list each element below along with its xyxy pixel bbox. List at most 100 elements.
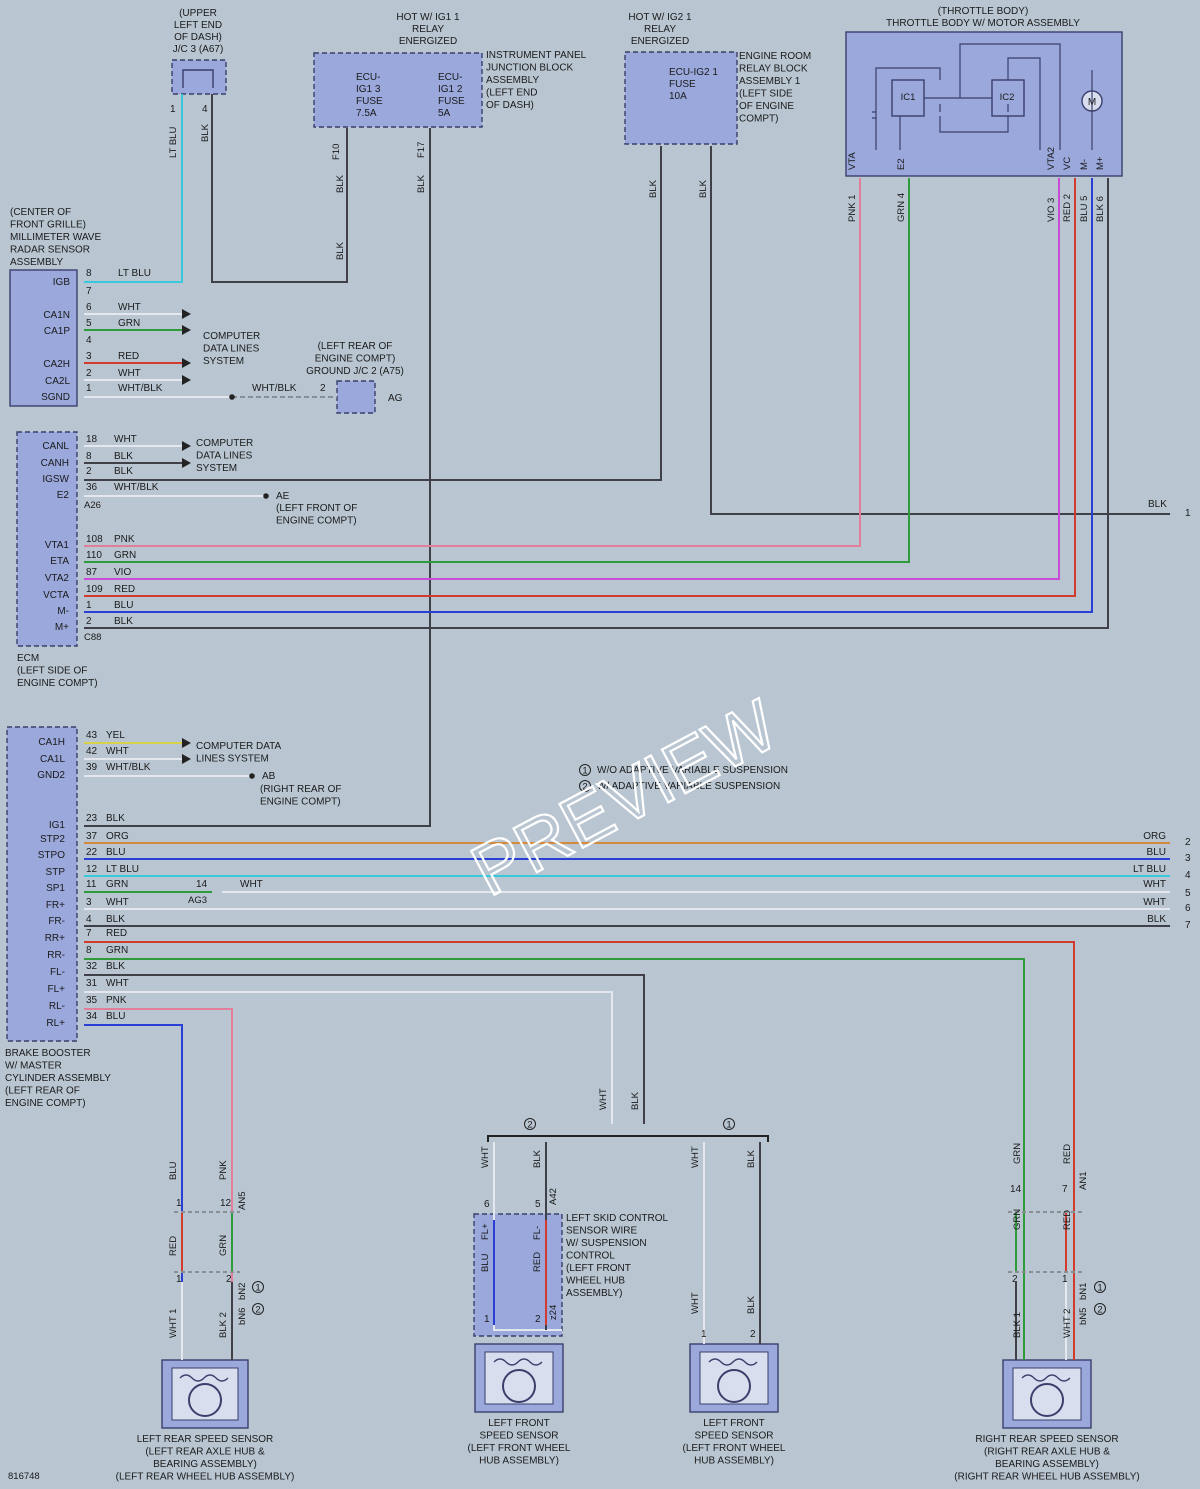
pin-num: 18 <box>86 434 98 445</box>
pin-num: 3 <box>1185 853 1191 864</box>
wire-color: LT BLU <box>118 268 151 279</box>
variant-number: 1 <box>1097 1283 1102 1294</box>
splice-dot <box>229 394 235 400</box>
wire-color: WHT <box>106 746 129 757</box>
wire-grn-rr <box>84 958 1025 1360</box>
radar-pin: CA2H <box>43 359 70 370</box>
speed-sensor-icon <box>1002 1359 1092 1429</box>
variant-number: 1 <box>582 766 587 777</box>
ig1-relay-title: HOT W/ IG1 1 <box>396 12 460 23</box>
wire-color: WHT <box>118 302 141 313</box>
wire-color: BLU <box>168 1161 179 1180</box>
throttle-wire-color: VIO 3 <box>1046 198 1057 222</box>
computer-data-lines-3: COMPUTER DATA <box>196 741 282 752</box>
brake-pin: FL- <box>50 967 65 978</box>
pin-label-f10: F10 <box>331 144 342 160</box>
skid-control-label: W/ SUSPENSION <box>566 1238 647 1249</box>
ecm-label: (LEFT SIDE OF <box>17 666 87 677</box>
junction-connector-3 <box>171 59 227 95</box>
wire-color: YEL <box>106 730 125 741</box>
wire-color: BLU <box>106 1011 125 1022</box>
right-rear-speed-sensor-label: RIGHT REAR SPEED SENSOR <box>975 1434 1118 1445</box>
computer-data-lines-3: LINES SYSTEM <box>196 754 269 765</box>
wire-color: BLK <box>106 813 125 824</box>
pin-num: 4 <box>86 335 92 346</box>
variant-number: 2 <box>1097 1305 1102 1316</box>
ground-ae-label: AE <box>276 491 290 502</box>
pin-num: 2 <box>1185 837 1191 848</box>
brake-pin: CA1L <box>40 754 65 765</box>
computer-data-lines-2: COMPUTER <box>196 438 253 449</box>
wire-color: BLK <box>698 179 709 198</box>
left-front-speed-sensor-label: LEFT FRONT <box>703 1418 764 1429</box>
pin-num: 1 <box>86 600 92 611</box>
pin-num: 1 <box>484 1314 490 1325</box>
variant-number: 1 <box>255 1283 260 1294</box>
wire-color: BLK <box>1147 914 1166 925</box>
throttle-title: (THROTTLE BODY) <box>938 6 1029 17</box>
ig1-relay-title: RELAY <box>412 24 444 35</box>
computer-data-lines-2: DATA LINES <box>196 451 253 462</box>
jc3-label: OF DASH) <box>174 32 222 43</box>
computer-data-lines-2: SYSTEM <box>196 463 237 474</box>
pin-num: 2 <box>226 1274 232 1285</box>
left-rear-speed-sensor-label: BEARING ASSEMBLY) <box>153 1459 257 1470</box>
pin-num: 5 <box>535 1199 541 1210</box>
ig2-relay-desc: COMPT) <box>739 114 778 125</box>
left-rear-speed-sensor-label: (LEFT REAR WHEEL HUB ASSEMBLY) <box>116 1472 295 1483</box>
wire-color: BLK <box>1148 499 1167 510</box>
wire-color: PNK <box>218 1160 229 1180</box>
brake-pin: GND2 <box>37 770 65 781</box>
throttle-wire-color: BLK 6 <box>1095 196 1106 222</box>
pin-num: 2 <box>1012 1274 1018 1285</box>
variant-number: 2 <box>527 1120 532 1131</box>
ground-ag-label: AG <box>388 393 403 404</box>
ground-ab-desc: ENGINE COMPT) <box>260 797 341 808</box>
jc3-label: J/C 3 (A67) <box>173 44 224 55</box>
wire-color: BLU <box>114 600 133 611</box>
throttle-wire-color: PNK 1 <box>847 195 858 222</box>
radar-label: FRONT GRILLE) <box>10 220 86 231</box>
connector-bn2: bN2 <box>237 1283 248 1300</box>
radar-pin: CA2L <box>45 376 70 387</box>
brake-booster-label: CYLINDER ASSEMBLY <box>5 1073 111 1084</box>
brake-pin: IG1 <box>49 820 66 831</box>
pin-num: 1 <box>176 1274 182 1285</box>
left-front-speed-sensor-label: (LEFT FRONT WHEEL <box>683 1443 786 1454</box>
pin-num: 22 <box>86 847 98 858</box>
pin-num: 7 <box>86 928 92 939</box>
radar-label: ASSEMBLY <box>10 257 63 268</box>
pin-num: 2 <box>535 1314 541 1325</box>
wire-color: GRN <box>218 1235 229 1256</box>
pin-num: 87 <box>86 567 98 578</box>
ig2-fuse: FUSE <box>669 79 696 90</box>
ig1-junction-desc: INSTRUMENT PANEL <box>486 50 587 61</box>
variant-marker <box>723 1118 735 1130</box>
pin-num: 109 <box>86 584 103 595</box>
connector-ag3: AG3 <box>188 895 207 906</box>
brake-pin: STPO <box>38 850 65 861</box>
wire-blk-fl <box>84 974 645 1124</box>
pin-num: 1 <box>170 104 176 115</box>
wire-color: WHT <box>106 978 129 989</box>
wire-color: WHT <box>690 1292 701 1314</box>
ecm-pin: M- <box>57 606 69 617</box>
throttle-body-assembly <box>845 31 1123 177</box>
wire-color: WHT/BLK <box>252 383 297 394</box>
wire-color: GRN <box>106 945 128 956</box>
pin-num: 3 <box>86 897 92 908</box>
radar-label: (CENTER OF <box>10 207 71 218</box>
ig1-fuse-1: 7.5A <box>356 108 377 119</box>
pin-num: 37 <box>86 831 98 842</box>
pin-num: 3 <box>86 351 92 362</box>
wire-color: BLK <box>114 451 133 462</box>
legend-text: W/ ADAPTIVE VARIABLE SUSPENSION <box>597 781 780 792</box>
ground-ae-desc: ENGINE COMPT) <box>276 516 357 527</box>
arrow-icon <box>182 309 191 319</box>
wire-color: WHT 2 <box>1062 1309 1073 1338</box>
pin-num: 39 <box>86 762 98 773</box>
wire-color: WHT <box>114 434 137 445</box>
wire-color: WHT 1 <box>168 1309 179 1338</box>
ecm <box>16 431 78 647</box>
skid-control-label: (LEFT FRONT <box>566 1263 631 1274</box>
